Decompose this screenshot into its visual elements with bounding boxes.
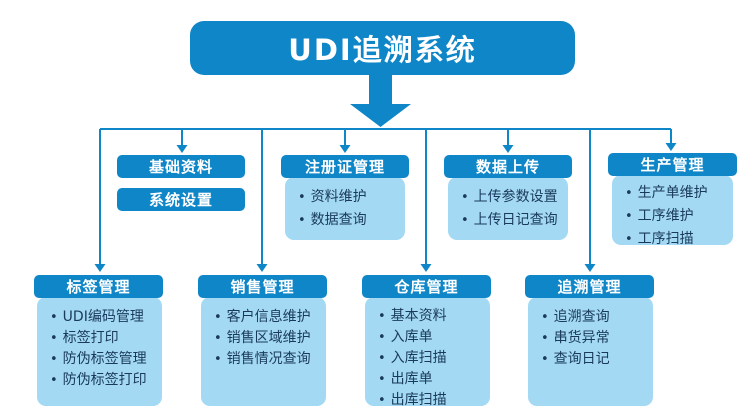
node-upload-header: 数据上传 bbox=[444, 155, 572, 178]
panel-item: 上传参数设置 bbox=[448, 186, 568, 209]
node-basic-data: 基础资料 bbox=[117, 155, 245, 178]
node-registration-header: 注册证管理 bbox=[281, 155, 409, 178]
panel-item: 客户信息维护 bbox=[201, 307, 326, 328]
panel-item: 工序扫描 bbox=[612, 228, 733, 251]
root-arrow-down-icon bbox=[350, 75, 411, 127]
node-warehouse-panel: 基本资料 入库单 入库扫描 出库单 出库扫描 bbox=[365, 297, 490, 408]
panel-item: 工序维护 bbox=[612, 205, 733, 228]
panel-item: 防伪标签管理 bbox=[37, 349, 162, 370]
panel-item: 数据查询 bbox=[285, 209, 405, 232]
node-sales-panel: 客户信息维护 销售区域维护 销售情况查询 bbox=[201, 297, 326, 406]
node-label-header: 标签管理 bbox=[34, 275, 163, 298]
node-trace-panel: 追溯查询 串货异常 查询日记 bbox=[528, 297, 653, 406]
root-node: UDI追溯系统 bbox=[190, 21, 575, 75]
node-sales-header: 销售管理 bbox=[198, 275, 327, 298]
panel-item: 上传日记查询 bbox=[448, 209, 568, 232]
node-trace-header: 追溯管理 bbox=[525, 275, 654, 298]
panel-item: 入库扫描 bbox=[365, 348, 490, 369]
node-production-panel: 生产单维护 工序维护 工序扫描 bbox=[612, 175, 733, 247]
panel-item: 销售区域维护 bbox=[201, 328, 326, 349]
panel-item: 出库扫描 bbox=[365, 390, 490, 411]
panel-item: 入库单 bbox=[365, 327, 490, 348]
panel-item: 串货异常 bbox=[528, 328, 653, 349]
diagram-title: UDI追溯系统 bbox=[288, 33, 477, 67]
panel-item: 基本资料 bbox=[365, 306, 490, 327]
panel-item: 出库单 bbox=[365, 369, 490, 390]
connector-row1 bbox=[176, 129, 677, 153]
panel-item: UDI编码管理 bbox=[37, 307, 162, 328]
panel-item: 追溯查询 bbox=[528, 307, 653, 328]
panel-item: 生产单维护 bbox=[612, 182, 733, 205]
node-system-settings: 系统设置 bbox=[117, 188, 245, 211]
node-production-header: 生产管理 bbox=[608, 153, 737, 176]
panel-item: 销售情况查询 bbox=[201, 349, 326, 370]
node-label-panel: UDI编码管理 标签打印 防伪标签管理 防伪标签打印 bbox=[37, 297, 162, 406]
node-warehouse-header: 仓库管理 bbox=[362, 275, 491, 298]
panel-item: 查询日记 bbox=[528, 349, 653, 370]
node-upload-panel: 上传参数设置 上传日记查询 bbox=[448, 177, 568, 240]
panel-item: 防伪标签打印 bbox=[37, 370, 162, 391]
panel-item: 资料维护 bbox=[285, 186, 405, 209]
panel-item: 标签打印 bbox=[37, 328, 162, 349]
node-registration-panel: 资料维护 数据查询 bbox=[285, 177, 405, 240]
